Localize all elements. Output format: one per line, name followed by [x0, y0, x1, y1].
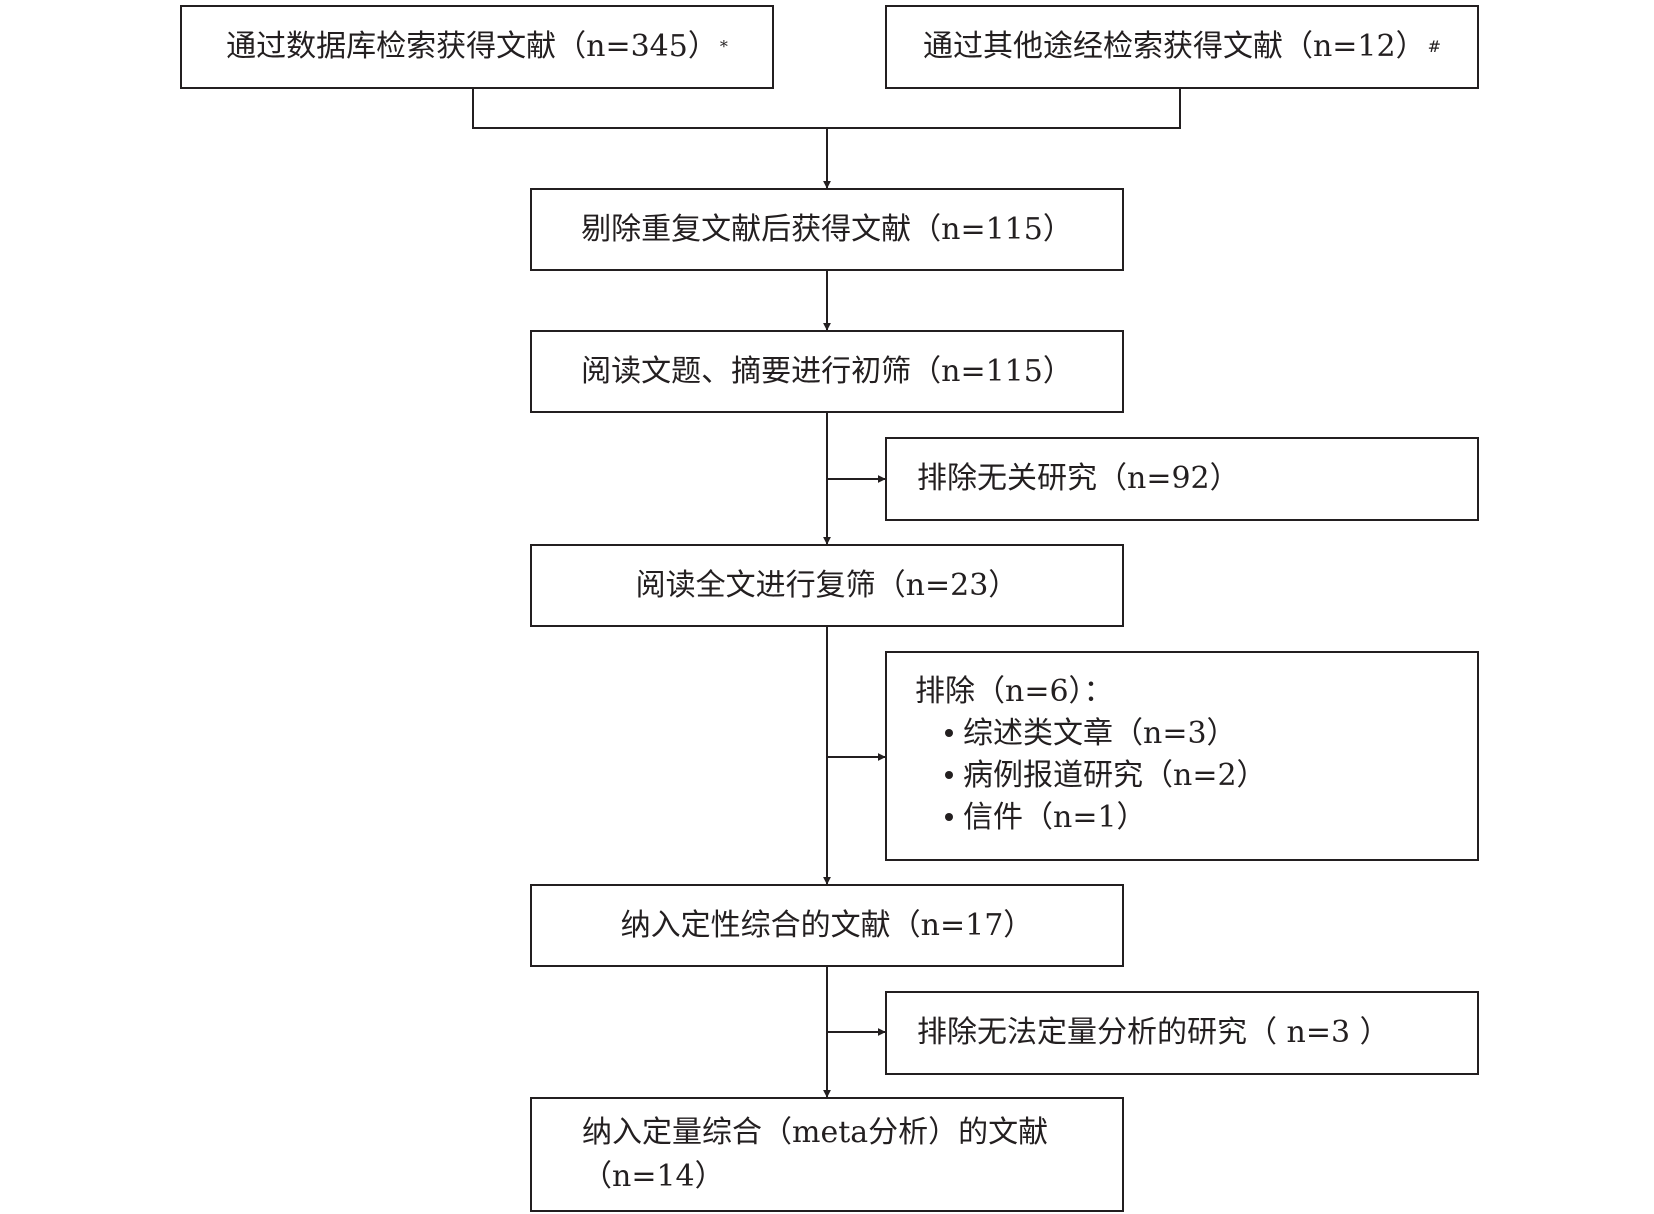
- db-search-box: 通过数据库检索获得文献（n=345）*: [180, 5, 774, 89]
- bullet-icon: [945, 729, 953, 737]
- fulltext-box: 阅读全文进行复筛（n=23）: [530, 544, 1124, 627]
- other-search-box: 通过其他途经检索获得文献（n=12）#: [885, 5, 1479, 89]
- excluded-fulltext-box: 排除（n=6）： 综述类文章（n=3） 病例报道研究（n=2） 信件（n=1）: [885, 651, 1479, 861]
- excluded-irrelevant-box: 排除无关研究（n=92）: [885, 437, 1479, 521]
- excluded-fulltext-heading: 排除（n=6）：: [915, 674, 1114, 709]
- dedup-box: 剔除重复文献后获得文献（n=115）: [530, 188, 1124, 271]
- excluded-item-letter: 信件（n=1）: [963, 800, 1147, 835]
- qualitative-text: 纳入定性综合的文献（n=17）: [620, 907, 1034, 943]
- db-search-text: 通过数据库检索获得文献（n=345）: [226, 29, 718, 64]
- title-abstract-box: 阅读文题、摘要进行初筛（n=115）: [530, 330, 1124, 413]
- fulltext-text: 阅读全文进行复筛（n=23）: [635, 567, 1019, 603]
- excluded-quant-box: 排除无法定量分析的研究（ n=3 ）: [885, 991, 1479, 1075]
- merge-line: [472, 88, 1181, 129]
- excluded-item: 病例报道研究（n=2）: [915, 755, 1477, 797]
- other-search-text: 通过其他途经检索获得文献（n=12）: [922, 29, 1426, 64]
- excluded-irrelevant-text: 排除无关研究（n=92）: [917, 461, 1240, 496]
- meta-box: 纳入定量综合（meta分析）的文献 （n=14）: [530, 1097, 1124, 1212]
- meta-text-line1: 纳入定量综合（meta分析）的文献: [582, 1115, 1049, 1150]
- excluded-item: 信件（n=1）: [915, 797, 1477, 839]
- title-abstract-text: 阅读文题、摘要进行初筛（n=115）: [581, 353, 1073, 389]
- excluded-item: 综述类文章（n=3）: [915, 713, 1477, 755]
- dedup-text: 剔除重复文献后获得文献（n=115）: [581, 211, 1073, 247]
- bullet-icon: [945, 771, 953, 779]
- meta-text-line2: （n=14）: [582, 1159, 725, 1194]
- qualitative-box: 纳入定性综合的文献（n=17）: [530, 884, 1124, 967]
- excluded-item-case-report: 病例报道研究（n=2）: [963, 758, 1267, 793]
- bullet-icon: [945, 813, 953, 821]
- excluded-quant-text: 排除无法定量分析的研究（ n=3 ）: [917, 1015, 1390, 1050]
- excluded-item-review: 综述类文章（n=3）: [963, 716, 1237, 751]
